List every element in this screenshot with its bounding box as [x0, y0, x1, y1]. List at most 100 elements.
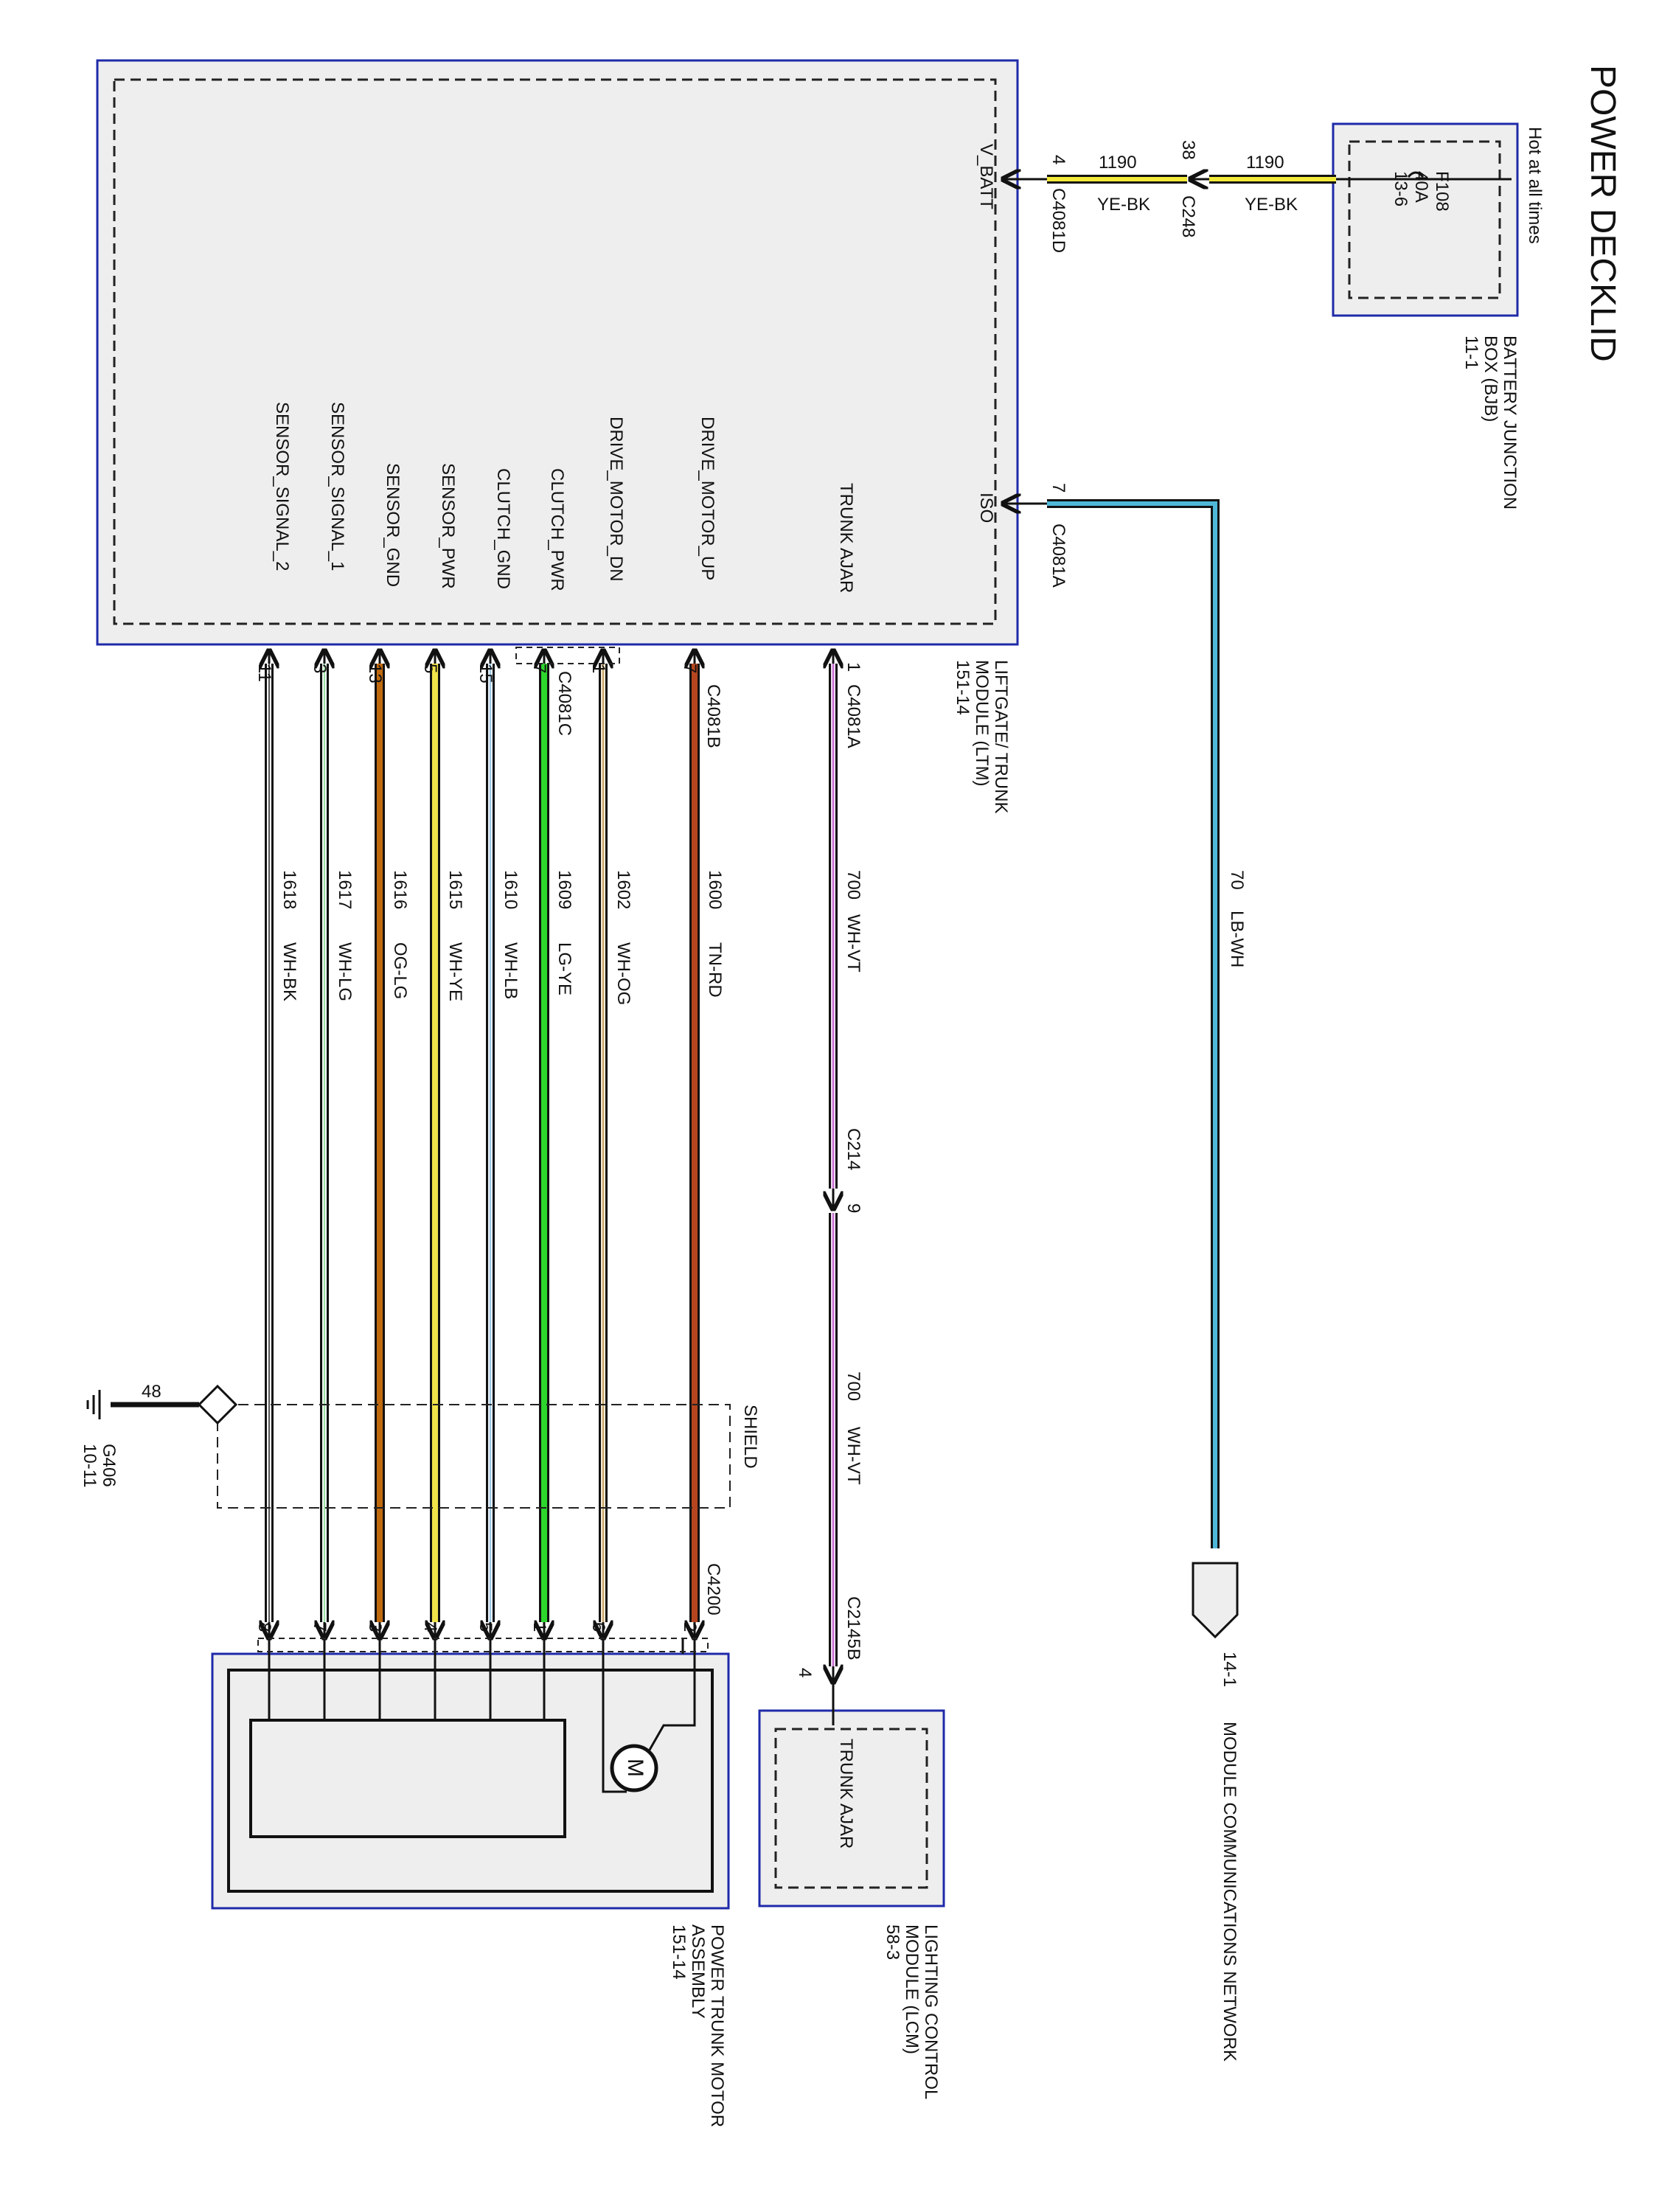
fuse-amps: 40A — [1411, 171, 1431, 203]
pin-drive-motor-up: DRIVE_MOTOR_UP — [698, 417, 717, 580]
wire-1600-motor-pin: 2 — [680, 1622, 700, 1632]
motor-assembly-page: 151-14 — [669, 1924, 689, 1980]
pin-iso: ISO — [976, 493, 996, 523]
ajar-ltm-conn: C4081A — [844, 684, 863, 748]
wire-1602-color: WH-OG — [613, 942, 633, 1005]
pin-v-batt: V_BATT — [976, 144, 996, 209]
lcm-pin: 4 — [795, 1668, 815, 1677]
power-color-left: YE-BK — [1097, 195, 1150, 215]
ground-id: G406 — [99, 1444, 119, 1487]
wire-1609-ltm-pin: 7 — [529, 664, 549, 673]
ajar-circuit-upper: 700 — [844, 870, 863, 900]
wire-1609-motor-pin: 1 — [529, 1622, 549, 1632]
ground-circuit: 48 — [142, 1382, 161, 1402]
lcm-page: 58-3 — [883, 1924, 902, 1961]
labels: POWER DECKLID Hot at all times F108 40A … — [80, 65, 1622, 2128]
power-color-right: YE-BK — [1245, 195, 1298, 215]
ajar-color-lower: WH-VT — [844, 1427, 863, 1485]
fuse-icon — [1407, 171, 1425, 178]
lcm-box — [758, 1709, 945, 1907]
off-page-connector-icon — [1192, 1562, 1239, 1639]
c4081d-pin: 4 — [1048, 155, 1068, 164]
wire-1610-color: WH-LB — [501, 942, 521, 999]
iso-dest-name: MODULE COMMUNICATIONS NETWORK — [1220, 1722, 1239, 2062]
c4200-label: C4200 — [703, 1563, 723, 1615]
wire-1616-circuit: 1616 — [390, 870, 410, 909]
pin-sensor-pwr: SENSOR_PWR — [438, 463, 458, 589]
wire-1618-color: WH-BK — [279, 942, 299, 1001]
lcm-name: LIGHTING CONTROL MODULE (LCM) — [902, 1924, 940, 2099]
wire-1615-motor-pin: 4 — [420, 1622, 440, 1632]
lcm-conn: C2145B — [844, 1596, 863, 1660]
iso-wire — [1003, 504, 1239, 1639]
c4081b-label: C4081B — [703, 684, 723, 748]
wire-1617-circuit: 1617 — [335, 870, 355, 909]
wire-1610-circuit: 1610 — [501, 870, 521, 909]
pin-trunk-ajar: TRUNK AJAR — [836, 483, 856, 593]
lcm-pin-label: TRUNK AJAR — [836, 1739, 856, 1848]
ground-page: 10-11 — [80, 1444, 100, 1488]
wire-1610-ltm-pin: 15 — [476, 664, 495, 684]
ltm-module — [96, 59, 1019, 646]
wire-1615-ltm-pin: 5 — [420, 664, 440, 673]
bjb-box — [1332, 122, 1519, 317]
bjb-page: 11-1 — [1461, 335, 1481, 370]
wire-1618-circuit: 1618 — [279, 870, 299, 909]
fuse-location: 13-6 — [1391, 171, 1411, 206]
motor-icon — [610, 1744, 658, 1792]
shield-label: SHIELD — [740, 1405, 760, 1469]
pin-drive-motor-dn: DRIVE_MOTOR_DN — [606, 417, 626, 582]
ltm-name: LIFTGATE/ TRUNK MODULE (LTM) — [972, 660, 1010, 814]
shield — [86, 1384, 731, 1509]
wire-1600-circuit: 1600 — [705, 870, 725, 909]
pin-sensor-gnd: SENSOR_GND — [383, 463, 403, 587]
wire-1616-color: OG-LG — [390, 942, 410, 999]
ajar-color-upper: WH-VT — [844, 914, 863, 973]
motor-wire-bundle — [257, 647, 709, 1652]
wire-1600-ltm-pin: 7 — [680, 664, 700, 673]
wire-1600-color: TN-RD — [705, 942, 725, 998]
wire-1617-motor-pin: 7 — [310, 1622, 330, 1632]
wire-1615-color: WH-YE — [445, 942, 465, 1001]
wire-1617-color: WH-LG — [335, 942, 355, 1001]
motor-wire-labels: 1600TN-RD721602WH-OG161609LG-YE711610WH-… — [254, 664, 725, 1632]
diagram-title: POWER DECKLID — [1583, 65, 1622, 362]
wire-1618-ltm-pin: 11 — [254, 664, 274, 682]
splice-icon — [197, 1384, 238, 1425]
c4081c-label: C4081C — [554, 671, 574, 736]
iso-ltm-pin: 7 — [1048, 483, 1068, 493]
ajar-circuit-lower: 700 — [844, 1371, 863, 1401]
wire-1609-color: LG-YE — [554, 942, 574, 995]
iso-color: LB-WH — [1227, 911, 1247, 967]
c214-pin: 9 — [844, 1203, 863, 1213]
wire-1602-motor-pin: 6 — [588, 1622, 608, 1632]
wire-1617-ltm-pin: 3 — [310, 664, 330, 673]
wire-1610-motor-pin: 5 — [476, 1622, 495, 1632]
hot-at-all-times-note: Hot at all times — [1525, 127, 1545, 244]
c248-label: C248 — [1178, 195, 1198, 237]
wire-1609-circuit: 1609 — [554, 870, 574, 909]
ltm-page: 151-14 — [953, 660, 973, 715]
power-circuit-left: 1190 — [1099, 153, 1137, 173]
bjb-name: BATTERY JUNCTION BOX (BJB) — [1481, 335, 1519, 510]
iso-dest-page: 14-1 — [1220, 1652, 1239, 1687]
pin-sensor-signal-2: SENSOR_SIGNAL_2 — [272, 402, 292, 571]
wire-1602-circuit: 1602 — [613, 870, 633, 909]
iso-ltm-conn: C4081A — [1048, 524, 1068, 588]
power-circuit-right: 1190 — [1246, 153, 1284, 173]
wire-1616-motor-pin: 3 — [365, 1622, 385, 1632]
pin-clutch-gnd: CLUTCH_GND — [493, 468, 513, 589]
pin-clutch-pwr: CLUTCH_PWR — [547, 468, 567, 591]
wire-1616-ltm-pin: 13 — [365, 664, 385, 684]
fuse-id: F108 — [1432, 171, 1452, 212]
wire-1618-motor-pin: 8 — [254, 1622, 274, 1632]
motor-assembly-name: POWER TRUNK MOTOR ASSEMBLY — [688, 1924, 726, 2128]
c214-label: C214 — [844, 1128, 863, 1170]
iso-circuit: 70 — [1227, 870, 1247, 890]
motor-assembly-box: M — [211, 1638, 730, 1910]
motor-symbol: M — [623, 1759, 647, 1777]
c248-pin: 38 — [1178, 140, 1198, 160]
wire-1615-circuit: 1615 — [445, 870, 465, 909]
c4081d-label: C4081D — [1048, 188, 1068, 253]
